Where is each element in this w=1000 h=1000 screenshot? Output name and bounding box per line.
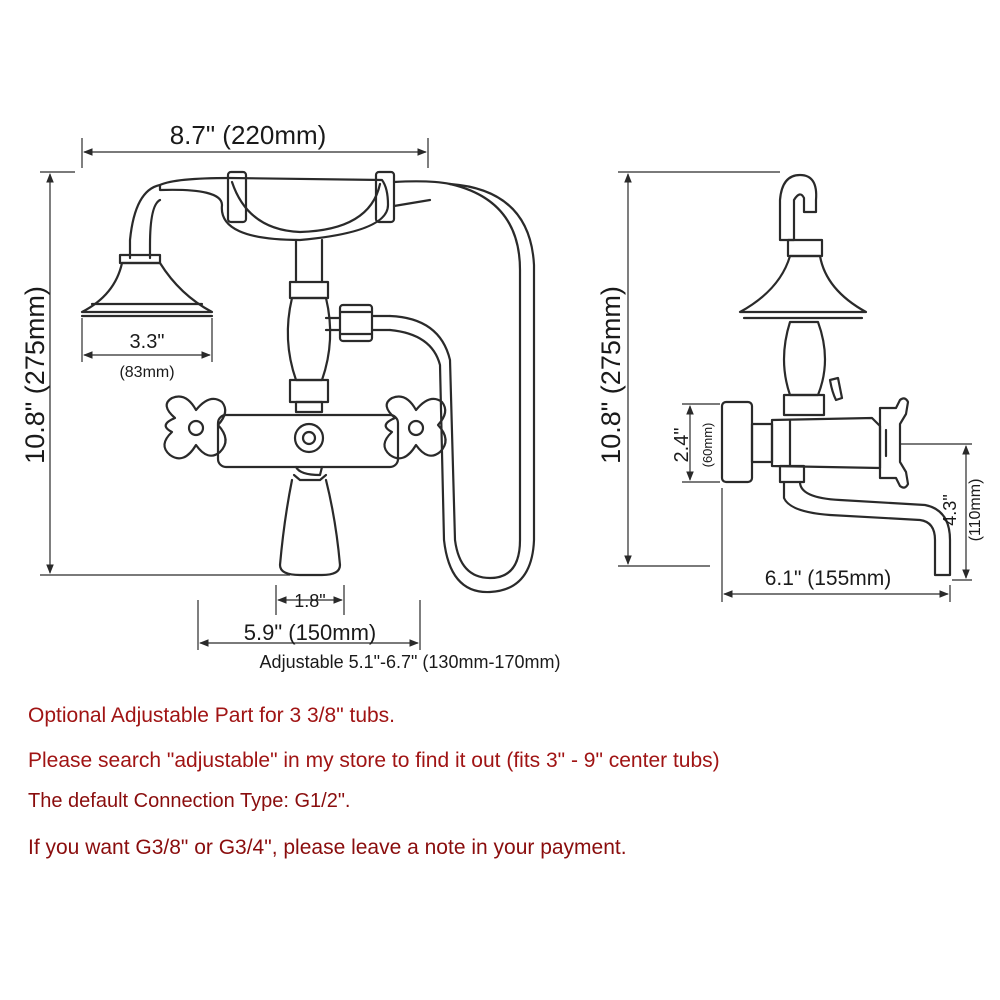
side-labels: 10.8" (275mm) 2.4" (60mm) 4.3" (110mm) 6… (596, 286, 984, 590)
centers-label: 5.9" (150mm) (244, 620, 377, 645)
cradle-post (286, 238, 332, 414)
note-search-adjustable: Please search "adjustable" in my store t… (28, 749, 720, 772)
spout-width-label: 1.8" (294, 591, 325, 611)
side-dimensions (618, 171, 972, 602)
head-width-label: 3.3" (130, 331, 165, 353)
faucet-dimension-drawing: 8.7" (220mm) 10.8" (275mm) 3.3" (83mm) 1… (20, 120, 984, 672)
side-bell (738, 254, 868, 320)
side-depth-label: 6.1" (155mm) (765, 567, 892, 590)
hose (388, 182, 536, 594)
note-alt-connection: If you want G3/8" or G3/4", please leave… (28, 836, 627, 859)
front-width-label: 8.7" (220mm) (170, 120, 327, 150)
side-escutcheon (720, 400, 774, 484)
front-labels: 8.7" (220mm) 10.8" (275mm) 3.3" (83mm) 1… (20, 120, 560, 672)
note-default-connection: The default Connection Type: G1/2". (28, 790, 351, 812)
side-cradle-hook (778, 173, 824, 258)
spout-drop-label: 4.3" (940, 494, 960, 525)
right-cross-handle (383, 395, 447, 460)
spout-drop-mm-label: (110mm) (967, 479, 984, 542)
mixer-body (216, 413, 400, 577)
front-view (80, 170, 536, 594)
escutcheon-mm-label: (60mm) (700, 423, 715, 468)
front-height-label: 10.8" (275mm) (20, 286, 50, 464)
left-cross-handle (163, 395, 227, 460)
escutcheon-label: 2.4" (671, 428, 693, 463)
hose-connector (324, 303, 392, 343)
head-width-mm-label: (83mm) (119, 364, 174, 381)
side-view (720, 173, 952, 577)
side-height-label: 10.8" (275mm) (596, 286, 626, 464)
shower-head (80, 253, 214, 318)
handshower-handle (158, 170, 452, 242)
note-optional-part: Optional Adjustable Part for 3 3/8" tubs… (28, 704, 396, 727)
shower-arm (128, 183, 162, 260)
side-body (770, 416, 882, 470)
adjustable-range-label: Adjustable 5.1"-6.7" (130mm-170mm) (260, 652, 561, 672)
side-post (782, 320, 844, 417)
side-spout (778, 464, 952, 577)
front-dimensions (40, 138, 429, 650)
side-cross-handle (878, 397, 910, 489)
